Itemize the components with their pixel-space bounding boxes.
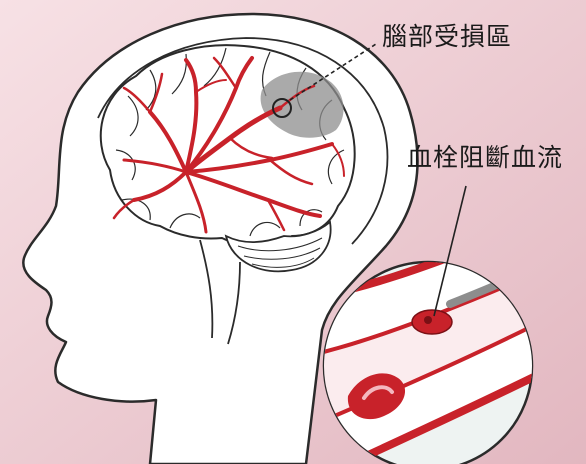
blood-clot (412, 310, 452, 334)
clot-label: 血栓阻斷血流 (407, 145, 563, 170)
damaged-area-label: 腦部受損區 (382, 24, 512, 49)
clot-detail (424, 316, 432, 324)
